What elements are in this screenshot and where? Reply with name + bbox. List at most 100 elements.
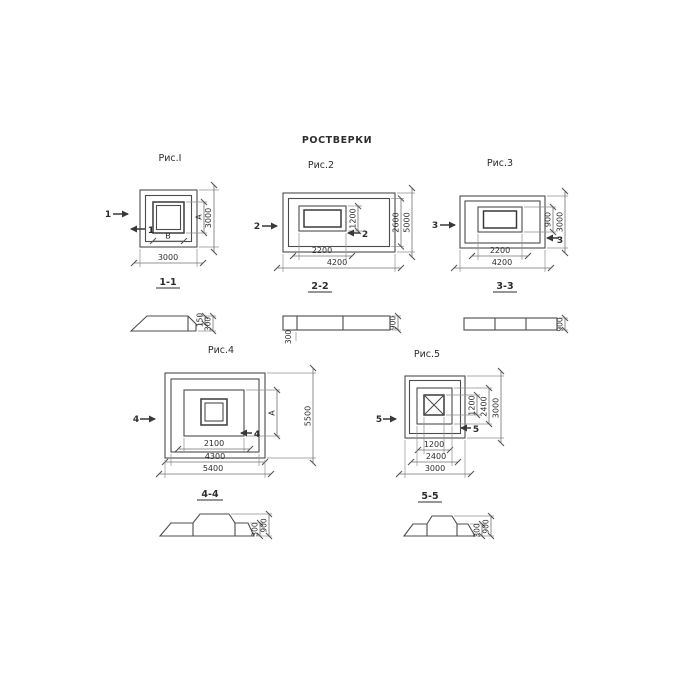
fig3-label: Рис.3	[487, 158, 513, 169]
fig1-section	[129, 312, 217, 335]
fig2-cut-marks	[262, 222, 360, 237]
fig3-plan	[459, 195, 546, 249]
fig2-dim-right-inner: 1200	[349, 208, 358, 228]
fig1-label: Рис.I	[159, 153, 182, 164]
fig5-label: Рис.5	[414, 349, 440, 360]
fig4-cut-marks	[140, 415, 252, 437]
fig1-section-dim-step: 150	[196, 313, 205, 328]
fig2-section-dim-step: 300	[284, 330, 293, 345]
fig2-dim-bottom-inner: 2200	[312, 246, 332, 255]
fig4-plan-column-inner	[204, 402, 224, 422]
fig3-cut-marks	[440, 221, 559, 242]
fig2-section-outline	[282, 315, 391, 331]
fig2-cut-label-right: 2	[362, 230, 368, 240]
fig4-dim-bottom-outer: 5400	[203, 464, 223, 473]
fig5-dim-bottom-inner: 1200	[424, 440, 444, 449]
fig4-cut-label-left: 4	[133, 415, 139, 425]
fig1-plan-column-outer	[152, 201, 185, 234]
fig5-section-dim-step: 300	[473, 523, 482, 538]
fig1-cut-label-left: 1	[105, 210, 111, 220]
fig2-dim-right-mid: 2600	[392, 212, 401, 232]
figure-2: Рис.2 2200 4200 1200 2600	[254, 160, 416, 345]
fig2-cut-label-left: 2	[254, 222, 260, 232]
fig3-section-outline	[463, 317, 558, 331]
fig2-dim-right-outer: 5000	[403, 212, 412, 232]
fig1-section-dim-total: 300	[204, 317, 213, 332]
fig1-dim-bottom-outer: 3000	[158, 253, 178, 262]
fig5-cut-label-left: 5	[376, 415, 382, 425]
fig5-dim-lines	[395, 367, 505, 478]
fig3-dim-bottom-inner: 2200	[490, 246, 510, 255]
fig5-dim-right-mid: 2400	[480, 396, 489, 416]
fig4-plan-outline	[164, 372, 266, 459]
fig5-dim-right-inner: 1200	[468, 395, 477, 415]
fig4-section	[158, 510, 273, 540]
fig4-dim-bottom-mid: 4300	[205, 452, 225, 461]
fig3-dim-right-outer: 3000	[556, 212, 565, 232]
fig2-dim-bottom-outer: 4200	[327, 258, 347, 267]
fig4-section-outline	[158, 513, 255, 537]
fig3-cut-label-left: 3	[432, 221, 438, 231]
fig5-section-title: 5-5	[421, 491, 438, 502]
fig2-plan-column-inner	[303, 209, 342, 228]
fig4-dim-right-inner: А	[268, 410, 277, 416]
fig4-dim-lines	[155, 364, 317, 478]
fig4-label: Рис.4	[208, 345, 234, 356]
fig4-plan	[164, 372, 266, 459]
fig2-plan-step	[287, 197, 391, 248]
fig1-cut-marks	[113, 210, 145, 233]
fig1-dim-right-outer: 3000	[204, 208, 213, 228]
fig4-section-title: 4-4	[201, 489, 219, 500]
figure-1: Рис.I 3000 3000 А В 1 1 1-	[105, 153, 219, 335]
fig5-plan	[404, 375, 466, 439]
fig2-section-title: 2-2	[311, 281, 328, 292]
fig2-section	[282, 312, 402, 341]
fig5-section	[402, 512, 495, 540]
fig3-dim-right-inner: 900	[544, 212, 553, 227]
fig4-section-dim-step: 300	[251, 522, 260, 537]
fig1-plan-column-inner	[155, 204, 182, 231]
fig3-plan-column-outer	[477, 206, 523, 233]
figure-4: Рис.4 2100 4300 5400 А	[133, 345, 317, 540]
fig5-plan-step	[408, 379, 462, 435]
fig1-dim-inner-width: В	[165, 232, 171, 241]
fig2-label: Рис.2	[308, 160, 334, 171]
fig1-plan-outline	[139, 189, 198, 248]
fig3-plan-outline	[459, 195, 546, 249]
fig2-plan-column-outer	[298, 205, 347, 232]
fig5-plan-column	[423, 394, 445, 416]
fig5-plan-column-diagonal-2	[423, 394, 445, 416]
fig5-dim-bottom-outer: 3000	[425, 464, 445, 473]
fig4-cut-label-right: 4	[254, 430, 260, 440]
fig4-dim-right-outer: 5500	[304, 406, 313, 426]
fig2-dim-lines	[273, 184, 416, 272]
fig1-dim-inner-height: А	[195, 214, 204, 220]
fig5-dim-right-outer: 3000	[492, 398, 501, 418]
fig4-dim-bottom-inner: 2100	[204, 439, 224, 448]
fig5-section-dim-total: 900	[482, 519, 491, 534]
fig5-plan-outline	[404, 375, 466, 439]
fig2-plan	[282, 192, 396, 253]
fig3-section	[463, 314, 569, 334]
fig1-section-outline	[129, 315, 197, 332]
fig5-cut-label-right: 5	[473, 425, 479, 435]
fig5-section-outline	[402, 515, 476, 537]
fig4-plan-inner	[183, 389, 245, 437]
drawing-title: РОСТВЕРКИ	[302, 135, 372, 146]
fig3-plan-step	[464, 200, 541, 244]
fig1-dim-lines	[130, 181, 219, 267]
fig3-section-dim-total: 900	[556, 317, 565, 332]
fig3-section-title: 3-3	[496, 281, 513, 292]
fig5-cut-marks	[383, 415, 471, 432]
figure-5: Рис.5	[376, 349, 505, 540]
fig3-plan-column-inner	[482, 210, 518, 229]
fig3-dim-bottom-outer: 4200	[492, 258, 512, 267]
fig2-plan-outline	[282, 192, 396, 253]
figure-3: Рис.3 2200 4200 900 3000	[432, 158, 569, 334]
fig4-plan-column-outer	[200, 398, 228, 426]
fig3-dim-lines	[450, 187, 569, 272]
fig1-cut-label-right: 1	[148, 226, 154, 236]
fig2-section-dim-total: 900	[389, 316, 398, 331]
